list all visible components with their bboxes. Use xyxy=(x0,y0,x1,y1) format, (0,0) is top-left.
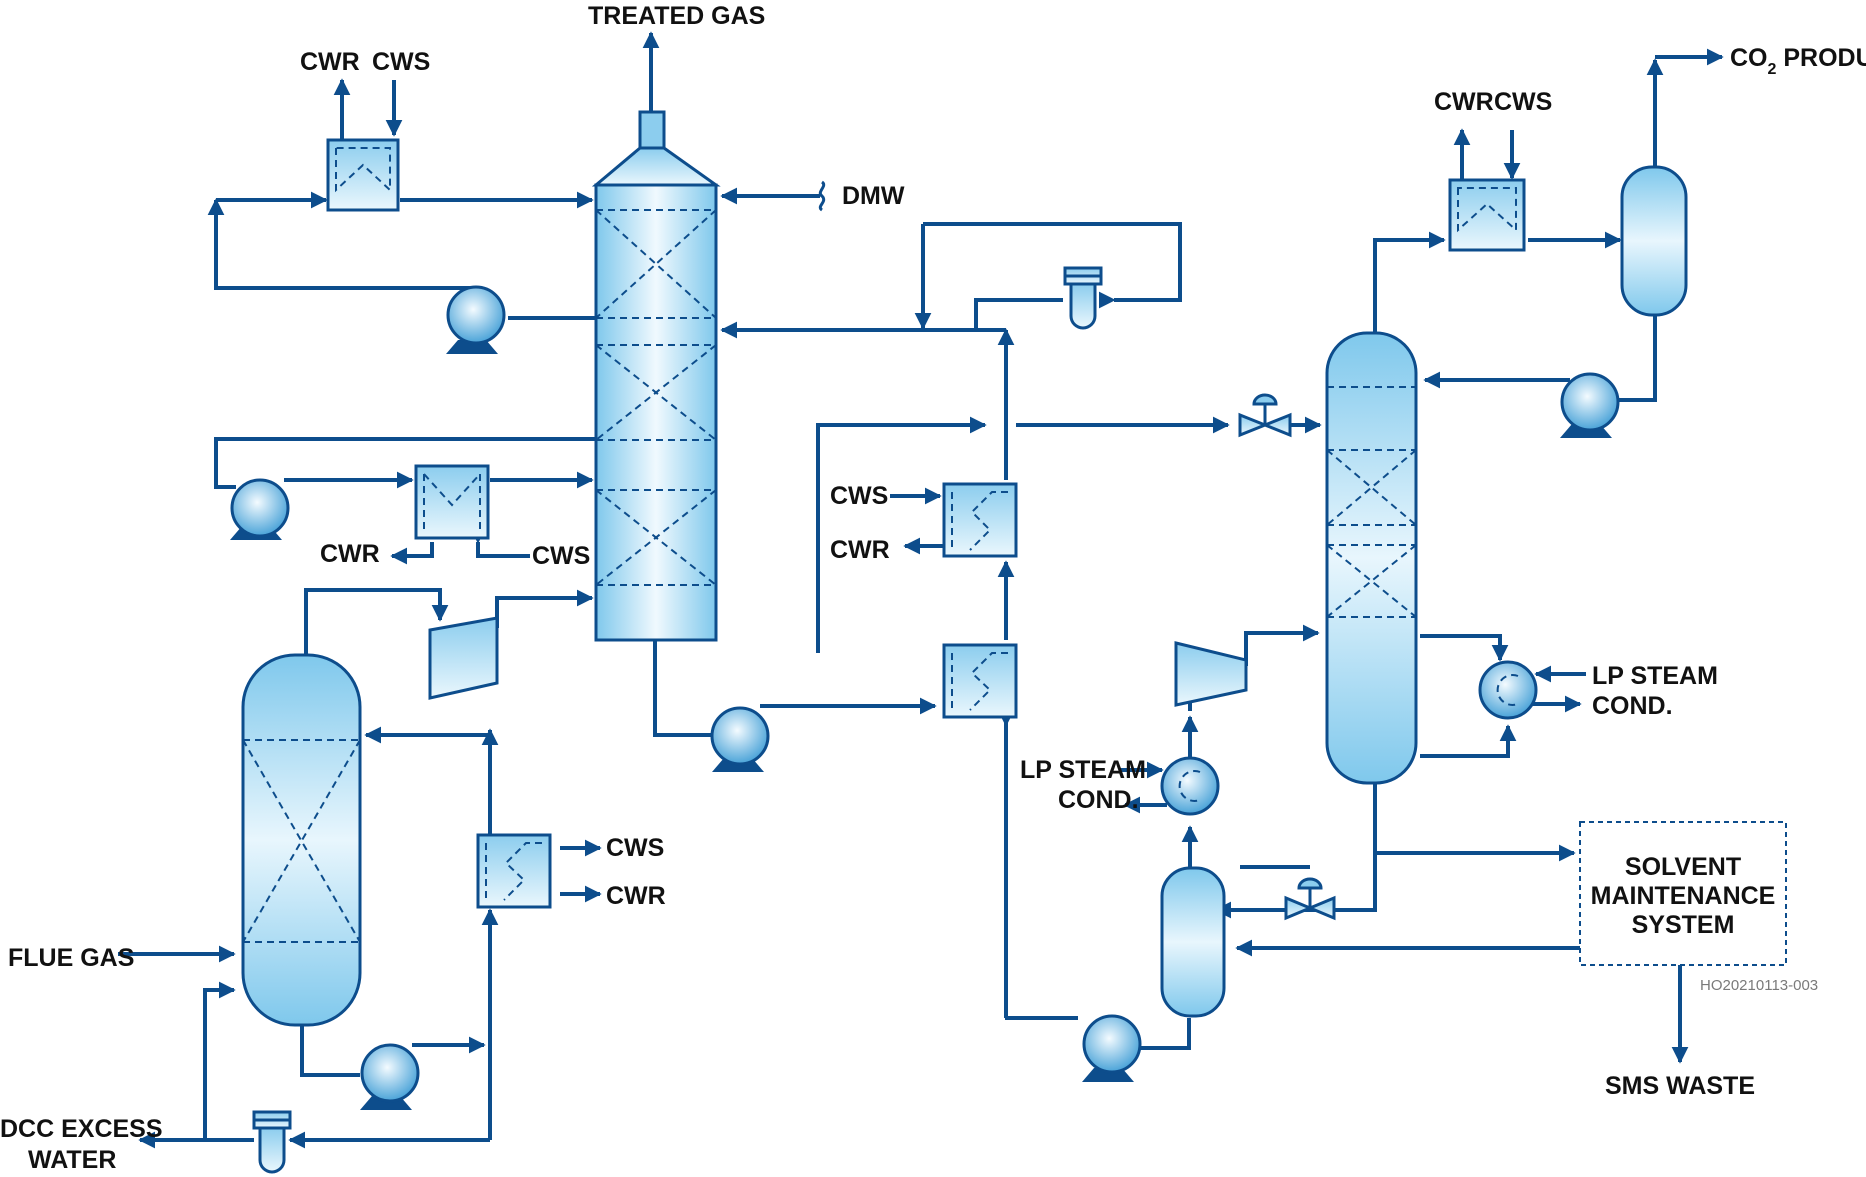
pump-reflux xyxy=(1560,372,1620,438)
cooler-mid-left xyxy=(414,464,490,540)
pump-top xyxy=(446,285,506,354)
label-dcc-excess-line1: DCC EXCESS xyxy=(0,1115,163,1143)
label-sms-line2: MAINTENANCE xyxy=(1591,882,1776,910)
compressor-stripper xyxy=(1174,641,1248,707)
cooler-mid xyxy=(942,482,1018,558)
label-sms-line1: SOLVENT xyxy=(1625,853,1741,881)
label-dmw: DMW xyxy=(842,182,905,210)
label-lp-steam-right-line1: LP STEAM xyxy=(1592,662,1718,690)
label-treated-gas: TREATED GAS xyxy=(588,2,765,30)
label-cws-mid: CWS xyxy=(830,482,888,510)
reflux-drum xyxy=(1620,165,1688,317)
label-cwr-top: CWR xyxy=(300,48,360,76)
label-cws-top: CWS xyxy=(372,48,430,76)
flash-drum xyxy=(1160,866,1226,1018)
dcc-column xyxy=(241,653,362,1027)
label-cwr-dcc: CWR xyxy=(606,882,666,910)
label-lp-steam-left-line2: COND. xyxy=(1058,786,1139,814)
label-sms-waste: SMS WASTE xyxy=(1605,1072,1755,1100)
control-valve-lean xyxy=(1284,877,1336,921)
solvent-maintenance-system-box xyxy=(1579,821,1787,966)
label-lp-steam-left-line1: LP STEAM xyxy=(1020,756,1146,784)
filter-dcc xyxy=(252,1110,292,1174)
stripper-column xyxy=(1325,331,1418,785)
label-flue-gas: FLUE GAS xyxy=(8,944,134,972)
dcc-cooler xyxy=(476,833,552,909)
pump-lean xyxy=(1082,1014,1142,1082)
condenser-right xyxy=(1448,178,1526,252)
cross-exchanger xyxy=(942,643,1018,719)
dmw-squiggle xyxy=(818,180,826,212)
label-dcc-excess-line2: WATER xyxy=(28,1146,116,1174)
pump-dcc xyxy=(360,1043,420,1110)
label-lp-steam-right-line2: COND. xyxy=(1592,692,1673,720)
pipes xyxy=(118,31,1724,1149)
pump-mid xyxy=(230,478,290,540)
reboiler-left xyxy=(1160,756,1220,816)
label-cwr-mid: CWR xyxy=(830,536,890,564)
figure-id: HO20210113-003 xyxy=(1700,977,1818,994)
compressor-dcc xyxy=(428,616,499,700)
label-sms-line3: SYSTEM xyxy=(1632,911,1735,939)
cooler-top xyxy=(326,138,400,212)
label-cwr-mid-left: CWR xyxy=(320,540,380,568)
pump-rich xyxy=(710,706,770,772)
absorber-column xyxy=(591,110,721,642)
label-cws-dcc: CWS xyxy=(606,834,664,862)
label-cws-right: CWS xyxy=(1494,88,1552,116)
filter-lean xyxy=(1063,266,1103,330)
reboiler-right xyxy=(1478,660,1538,720)
label-cws-mid-left: CWS xyxy=(532,542,590,570)
control-valve-rich xyxy=(1238,393,1292,438)
label-cwr-right: CWR xyxy=(1434,88,1494,116)
label-co2-product: CO2 PRODUCT xyxy=(1730,44,1866,78)
